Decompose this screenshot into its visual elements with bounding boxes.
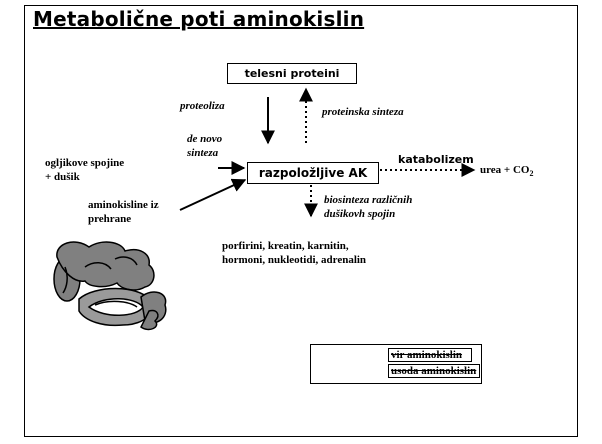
biosynthesis-line2: dušikovh spojin xyxy=(324,208,396,220)
body-proteins-label: telesni proteini xyxy=(244,67,340,80)
page-title: Metabolične poti aminokislin xyxy=(33,7,365,31)
intestine-icon xyxy=(53,241,167,331)
dietary-aa-line2: prehrane xyxy=(88,213,132,225)
products-line1: porfirini, kreatin, karnitin, xyxy=(222,240,349,252)
carbon-compounds-line1: ogljikove spojine xyxy=(45,157,125,169)
catabolism-label: katabolizem xyxy=(398,153,474,166)
de-novo-line1: de novo xyxy=(187,133,223,145)
protein-synthesis-label: proteinska sinteza xyxy=(322,106,404,118)
legend-fate-label: usoda aminokislin xyxy=(388,364,480,378)
legend-source-label: vir aminokislin xyxy=(388,348,472,362)
body-proteins-box: telesni proteini xyxy=(227,63,357,84)
dietary-aa-arrow xyxy=(179,178,247,211)
urea-text: urea + CO xyxy=(480,164,530,176)
urea-co2-label: urea + CO2 xyxy=(480,164,533,180)
biosynthesis-line1: biosinteza različnih xyxy=(324,194,413,206)
carbon-compounds-line2: + dušik xyxy=(45,171,80,183)
de-novo-line2: sinteza xyxy=(187,147,219,159)
available-aa-label: razpoložljive AK xyxy=(258,166,368,180)
dietary-aa-line1: aminokisline iz xyxy=(88,199,159,211)
products-line2: hormoni, nukleotidi, adrenalin xyxy=(222,254,367,266)
proteolysis-label: proteoliza xyxy=(180,100,225,112)
available-aa-box: razpoložljive AK xyxy=(247,162,379,184)
co2-subscript: 2 xyxy=(529,169,534,179)
